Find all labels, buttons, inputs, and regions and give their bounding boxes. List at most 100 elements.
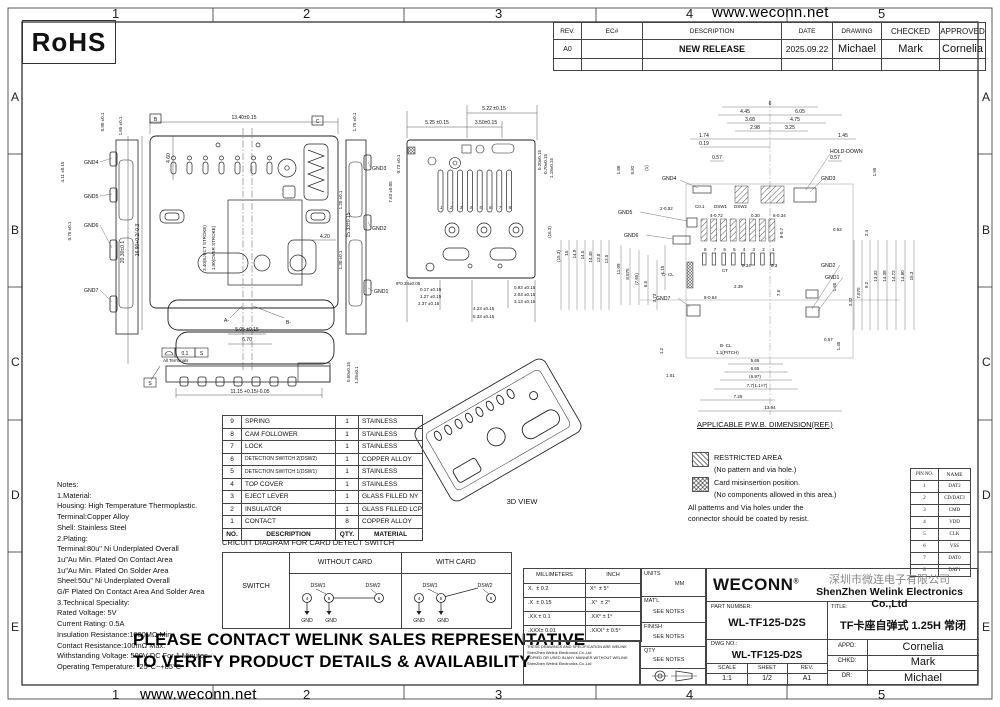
part-qty: 1 xyxy=(335,427,359,441)
datum-c: C xyxy=(316,119,320,125)
dim-label: 6.05 xyxy=(795,109,805,115)
pin-6: 6 xyxy=(490,596,493,601)
pin-name: DAT1 xyxy=(938,564,971,577)
part-material: GLASS FILLED NY xyxy=(358,490,423,504)
restricted-area-swatch xyxy=(692,452,709,467)
dim-label: 15.33±0.15 xyxy=(346,212,352,237)
notes-line: Rated Voltage: 5V xyxy=(57,608,117,618)
tol-cell: .X ± 0.15 xyxy=(528,600,552,606)
notes-line: Insulation Resistance:1000MΩ Min. xyxy=(57,629,174,639)
dim-label: 3.13 ±0.15 xyxy=(514,299,536,304)
pin-no: 4 xyxy=(910,516,939,529)
gnd-label: GND4 xyxy=(662,176,677,182)
zone-col-1: 1 xyxy=(112,6,120,21)
dim-label: 14.80 xyxy=(900,270,905,282)
sheet-frame xyxy=(7,7,993,700)
dim-label: 3.40(EJECT STROKE) xyxy=(202,225,207,271)
dim-label: (7.65) xyxy=(634,273,639,285)
dim-label: 0.57 xyxy=(830,155,840,161)
gnd-label: GND7 xyxy=(84,288,99,294)
dim-label: 1.2 xyxy=(659,347,664,354)
gnd-label: GND7 xyxy=(656,296,671,302)
part-desc: TOP COVER xyxy=(241,477,336,491)
pin-number: 7 xyxy=(499,205,502,210)
legend-note-1: All patterns and Via holes under the xyxy=(688,503,804,512)
right-side-view-labels: GND3 GND2 GND1 1.75 ±0.1 7.63 ±0.05 1.25… xyxy=(338,112,393,295)
dim-label: 8-0.7 xyxy=(779,227,784,238)
dim-label: 15 xyxy=(564,250,569,256)
gnd-label: GND6 xyxy=(624,233,639,239)
legend-item-2b: (No components allowed in this area.) xyxy=(714,490,837,499)
section-b-label: B- xyxy=(286,320,291,326)
description-header: DESCRIPTION xyxy=(241,527,336,541)
dim-label: 6.65 xyxy=(751,366,760,371)
zone-row-c-right: C xyxy=(982,355,991,369)
drawing-header: DRAWING xyxy=(832,22,882,40)
notes-line: Withstanding Voltage: 500V DC For 1 Minu… xyxy=(57,651,210,661)
pin-number: 1 xyxy=(440,205,443,210)
date-header: DATE xyxy=(781,22,833,40)
all-terminals-note: All Terminals xyxy=(163,358,189,363)
logo-text: WECONN xyxy=(713,575,794,594)
pin-name: VDD xyxy=(938,516,971,529)
dim-label: (1) xyxy=(644,165,649,171)
dim-label: 1.1(PITCH) xyxy=(716,350,739,355)
zone-row-b-right: B xyxy=(982,223,991,237)
description-header: DESCRIPTION xyxy=(642,22,782,40)
zone-row-a: A xyxy=(11,90,20,104)
dim-label: 1.25 ±0.1 xyxy=(338,190,343,209)
terminal-strips xyxy=(437,169,512,213)
dim-label: 4.20 xyxy=(320,234,330,240)
part-qty: 1 xyxy=(335,477,359,491)
pin-number: 8 xyxy=(509,205,512,210)
switch-label: SWITCH xyxy=(242,583,270,590)
dim-label: 4.60 xyxy=(166,153,172,163)
gnd-label: GND3 xyxy=(372,166,387,172)
dim-label: 6.5 xyxy=(643,280,648,287)
dim-label: 0.30 xyxy=(751,213,760,218)
dim-label: 6 xyxy=(769,101,772,107)
pin-name: CD/DAT3 xyxy=(938,492,971,505)
company-name-en: ShenZhen Welink Electronics Co.,Ltd xyxy=(816,586,963,610)
dim-label: 7.6 xyxy=(776,289,781,296)
dim-label: 6-0.34 xyxy=(773,213,786,218)
dim-label: 20.30±0.1 xyxy=(120,241,126,263)
title-value: TF卡座自弹式 1.25H 常闭 xyxy=(840,620,966,632)
gnd-label: GND5 xyxy=(84,194,99,200)
rohs-badge: RoHS xyxy=(22,20,116,64)
dim-label: 3.32 xyxy=(848,297,853,306)
c-cl-label: C- CL xyxy=(662,272,674,277)
dim-label: 1.15 xyxy=(660,265,665,274)
dim-label: 8-0.64 xyxy=(704,295,717,300)
pin-number: 5 xyxy=(479,205,482,210)
flatness-value: 0.1 xyxy=(182,351,189,357)
dsw2-label: DSW2 xyxy=(734,204,747,209)
part-desc: DETECTION SWITCH 1(DSW1) xyxy=(241,465,336,479)
part-desc: CAM FOLLOWER xyxy=(241,427,336,441)
legalese-line: THESE DRAWINGS AND SPECIFICATION ARE WEL… xyxy=(527,644,627,649)
notes-line: Operating Temperature: -25°C~+85°C xyxy=(57,661,182,671)
pad-number: 7 xyxy=(714,247,717,252)
zone-col-4-bottom: 4 xyxy=(686,687,694,702)
appd-value: Cornelia xyxy=(902,641,944,653)
gnd-label: GND2 xyxy=(821,263,836,269)
pin-4: 4 xyxy=(418,596,421,601)
datum-b: B xyxy=(154,117,158,123)
gnd-label: GND1 xyxy=(825,275,840,281)
notes-line: 1u"Au Min. Plated On Solder Area xyxy=(57,565,169,575)
part-qty: 1 xyxy=(335,490,359,504)
dim-label: 0.34 xyxy=(742,263,751,268)
units-label: UNITS xyxy=(644,571,661,577)
description-value: NEW RELEASE xyxy=(642,39,782,59)
part-material: STAINLESS xyxy=(358,477,423,491)
rev-value: A0 xyxy=(553,39,582,59)
zone-col-4: 4 xyxy=(686,6,694,21)
qty-label: QTY xyxy=(644,648,656,654)
appd-label: APPD: xyxy=(837,643,856,649)
dim-label: 0.19 xyxy=(699,141,709,147)
notes-line: Housing: High Temperature Thermoplastic. xyxy=(57,501,198,511)
dim-label: 2.03 ±0.15 xyxy=(514,292,536,297)
legalese-line: ShenZhen Welink Electronics Co.,Ltd xyxy=(527,649,592,655)
left-side-view-labels: GND4 GND5 GND6 GND7 0.90 ±0.1 1.65 ±0.1 … xyxy=(60,112,123,294)
part-no: 5 xyxy=(222,465,242,479)
